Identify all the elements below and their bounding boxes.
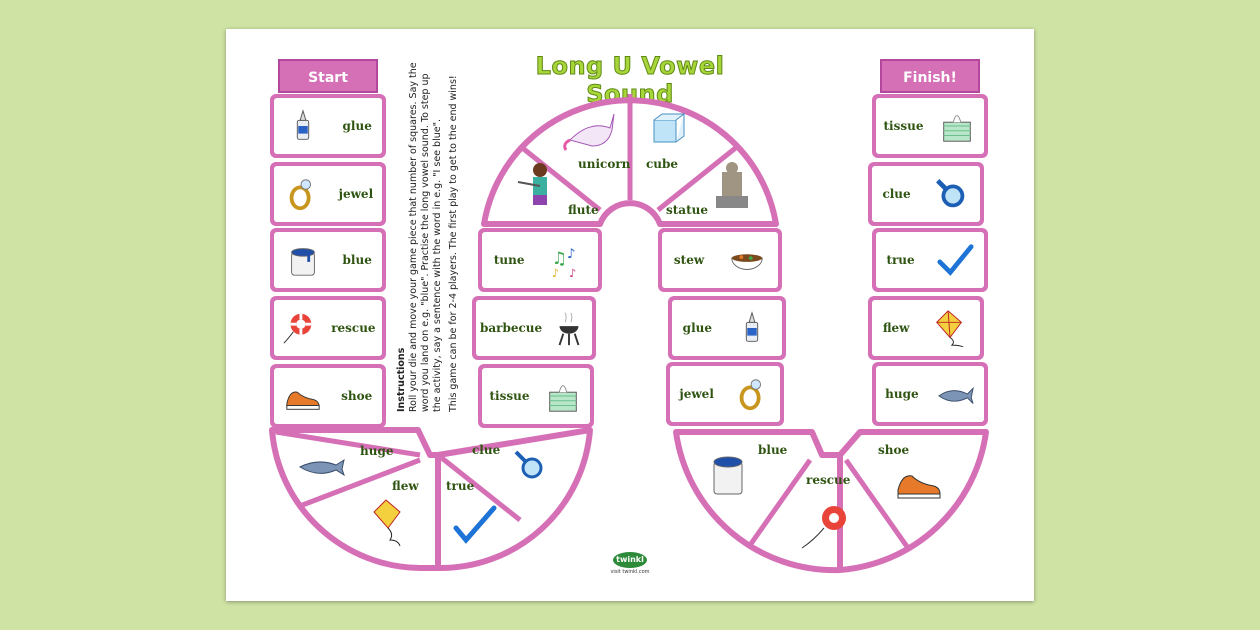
board-square[interactable]: clue — [868, 162, 984, 226]
board-square[interactable]: jewel — [270, 162, 386, 226]
stew-bowl-icon — [731, 254, 763, 270]
board-square[interactable]: tune ♫♪ ♪ ♪ — [478, 228, 602, 292]
magnifier-icon — [935, 179, 964, 208]
board-square[interactable]: jewel — [666, 362, 784, 426]
square-word: barbecue — [479, 321, 543, 335]
square-word: blue — [342, 253, 372, 267]
board-square[interactable]: huge — [872, 362, 988, 426]
barbecue-icon — [558, 312, 580, 346]
instructions-panel: Instructions Roll your die and move your… — [396, 62, 480, 412]
square-word: shoe — [341, 389, 373, 403]
kite-icon — [936, 310, 964, 347]
tick-icon — [936, 244, 974, 276]
board-square[interactable]: blue — [270, 228, 386, 292]
board-square[interactable]: tissue — [872, 94, 988, 158]
square-word: tune — [493, 253, 525, 267]
glue-bottle-icon — [746, 311, 759, 342]
music-notes-icon: ♫♪ ♪ ♪ — [552, 247, 576, 279]
paint-pot-icon — [291, 248, 316, 276]
instructions-heading: Instructions — [396, 347, 407, 412]
board-square[interactable]: glue — [270, 94, 386, 158]
tissue-box-icon — [549, 385, 578, 412]
board-square[interactable]: shoe — [270, 364, 386, 428]
lifebuoy-icon — [283, 313, 312, 344]
board-square[interactable]: true — [872, 228, 988, 292]
square-word: jewel — [679, 387, 714, 401]
board-square[interactable]: flew — [868, 296, 984, 360]
board-square[interactable]: glue — [668, 296, 786, 360]
board-square[interactable]: barbecue — [472, 296, 596, 360]
svg-text:♪: ♪ — [569, 266, 576, 279]
ring-icon — [739, 379, 761, 411]
instructions-footer: This game can be for 2-4 players. The fi… — [448, 75, 459, 412]
board-square[interactable]: stew — [658, 228, 782, 292]
square-word: glue — [342, 119, 372, 133]
shoe-icon — [286, 391, 320, 410]
square-word: tissue — [883, 119, 924, 133]
tissue-box-icon — [943, 115, 972, 142]
svg-text:♪: ♪ — [567, 247, 576, 262]
board-square[interactable]: rescue — [270, 296, 386, 360]
svg-text:♫: ♫ — [552, 249, 567, 269]
ring-icon — [289, 179, 311, 211]
whale-icon — [937, 386, 974, 404]
square-word: glue — [682, 321, 712, 335]
logo-url: visit twinkl.com — [610, 569, 650, 575]
square-word: jewel — [338, 187, 374, 201]
board-square[interactable]: tissue — [478, 364, 594, 428]
finish-label: Finish! — [880, 59, 980, 93]
square-word: stew — [673, 253, 705, 267]
game-title: Long U Vowel Sound — [535, 52, 725, 109]
twinkl-logo[interactable]: twinkl visit twinkl.com — [610, 552, 650, 575]
start-label: Start — [278, 59, 378, 93]
square-word: clue — [882, 187, 911, 201]
square-word: tissue — [489, 389, 530, 403]
square-word: true — [886, 253, 915, 267]
svg-text:♪: ♪ — [552, 266, 559, 279]
logo-text: twinkl — [613, 552, 647, 568]
instructions-body: Roll your die and move your game piece t… — [408, 62, 443, 412]
square-word: rescue — [331, 321, 376, 335]
square-word: huge — [885, 387, 919, 401]
square-word: flew — [882, 321, 910, 335]
glue-bottle-icon — [296, 109, 310, 140]
